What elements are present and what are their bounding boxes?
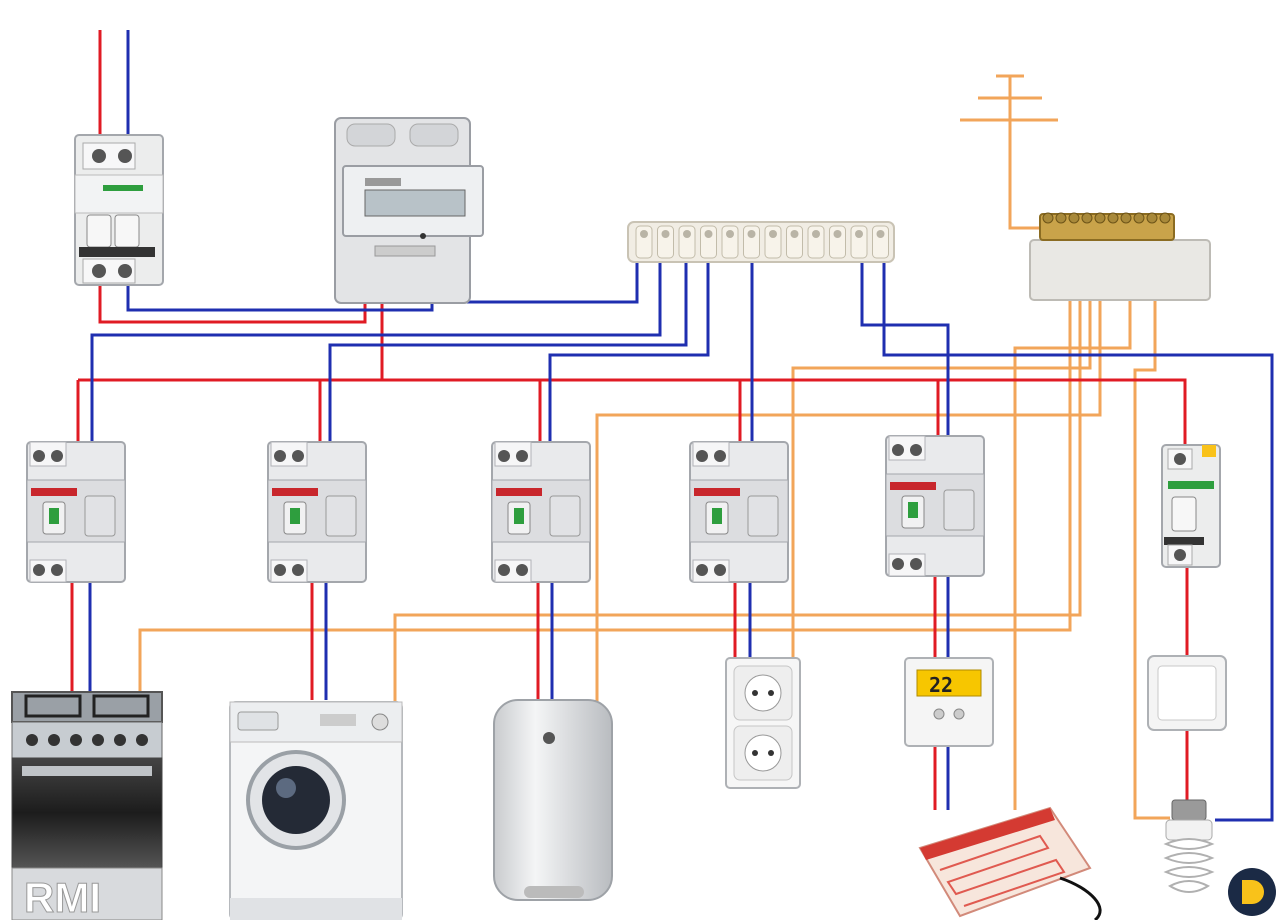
ground-bus-screw (1120, 212, 1132, 224)
terminal-screw (704, 230, 713, 238)
brand-logo-icon (1228, 868, 1276, 916)
ground-bus-screw (1055, 212, 1067, 224)
ground-bus-screw (1107, 212, 1119, 224)
floor-heating-mat-icon (918, 806, 1102, 920)
ground-bus-screw (1133, 212, 1145, 224)
ground-bus-screw (1081, 212, 1093, 224)
rcbo-5 (885, 435, 985, 577)
terminal-screw (726, 230, 734, 238)
thermostat-icon: 22 (904, 657, 994, 747)
neutral-wires (88, 30, 1274, 822)
terminal-screw (640, 230, 648, 238)
terminal-screw (876, 230, 885, 238)
terminal-screw (661, 230, 670, 238)
ground-bus-screw (1042, 212, 1054, 224)
gas-stove-icon: RMI (11, 691, 163, 920)
thermostat-display: 22 (929, 673, 953, 697)
ground-bus-screw (1094, 212, 1106, 224)
rcbo-1 (26, 441, 126, 583)
double-socket-icon (725, 657, 801, 789)
terminal-screw (769, 230, 777, 238)
ground-terminal-block (1029, 212, 1211, 301)
light-switch-icon (1147, 655, 1227, 731)
earth-ground-symbol (960, 74, 1058, 122)
stove-partial-text: RMI (24, 874, 101, 920)
main-breaker (74, 134, 164, 286)
electric-meter (334, 117, 484, 304)
terminal-screw (812, 230, 820, 238)
rcbo-3 (491, 441, 591, 583)
ground-bus-screw (1068, 212, 1080, 224)
terminal-screw (790, 230, 799, 238)
terminal-screw (855, 230, 863, 238)
terminal-screw (833, 230, 842, 238)
rcbo-4 (689, 441, 789, 583)
terminal-screw (747, 230, 756, 238)
ground-bus-screw (1146, 212, 1158, 224)
ground-bus-screw (1159, 212, 1171, 224)
terminal-screw (683, 230, 691, 238)
washing-machine-icon (229, 701, 403, 920)
neutral-terminal-block (627, 221, 895, 263)
phase-wires (70, 30, 1189, 810)
single-pole-breaker (1161, 444, 1221, 568)
rcbo-2 (267, 441, 367, 583)
water-heater-icon (493, 699, 613, 901)
energy-saving-lamp-icon (1163, 799, 1215, 893)
